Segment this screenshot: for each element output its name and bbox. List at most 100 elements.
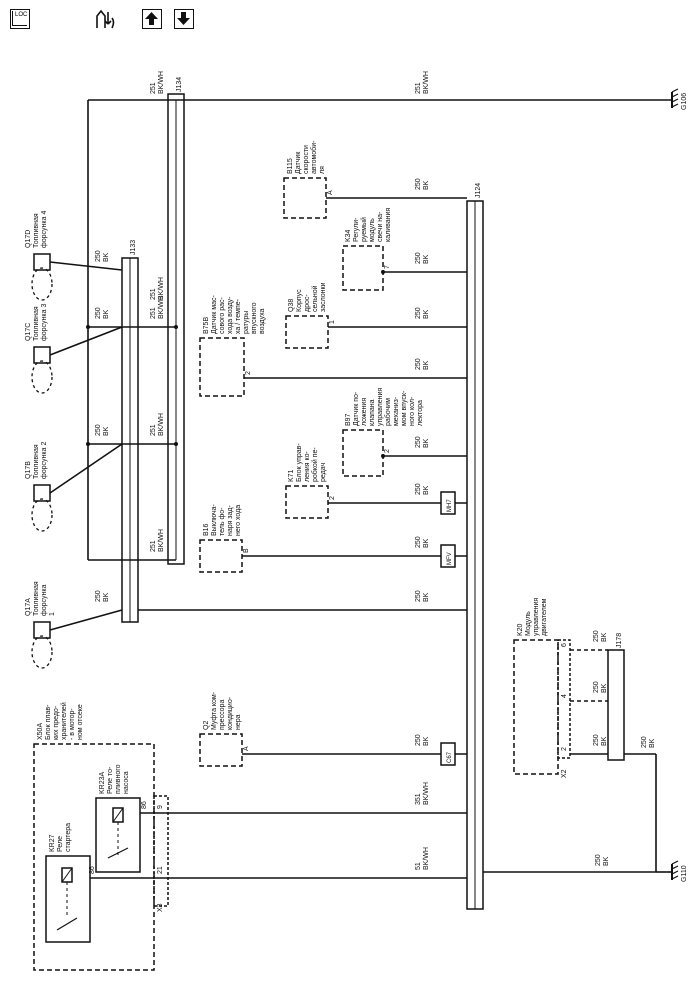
wire-label-line: BK — [601, 632, 608, 642]
wire-label-line: 250 — [415, 436, 422, 448]
x3-label: X3 — [157, 903, 164, 912]
component-label-q2-line: Муфта ком- — [211, 691, 218, 730]
component-label-k71-line: робкой пе- — [311, 447, 319, 482]
ground-hatch — [671, 93, 679, 98]
component-label-q2-line: прессора — [219, 700, 226, 730]
arrow-down-button[interactable] — [174, 9, 194, 29]
ground-label: G110 — [681, 865, 688, 882]
injector-label-q17c-line: форсунка 3 — [41, 304, 48, 341]
splice-pack-j134 — [167, 93, 185, 565]
component-label-b16-line: Выключа- — [211, 503, 218, 536]
relay-label-kr27-line: стартера — [65, 823, 72, 852]
component-label-b75b-line: впускного — [251, 302, 258, 334]
component-x50a — [33, 743, 155, 971]
wire-label-line: 250 — [415, 590, 422, 602]
component-label-b97-line: B97 — [345, 413, 352, 426]
wire-label-line: BK/WH — [158, 296, 165, 319]
relay-label-kr23a-line: насоса — [123, 771, 130, 794]
relay-label-kr23a-line: KR23A — [99, 771, 106, 794]
arrow-down-icon — [177, 12, 190, 25]
component-label-k71-line: K71 — [288, 469, 295, 482]
k20-pin-6: 6 — [561, 643, 568, 647]
inline-connector-mfv — [440, 544, 456, 568]
component-label-b16-line: тель фо- — [219, 507, 226, 536]
relay-kr27 — [45, 855, 91, 943]
wire-label-line: BK — [423, 360, 430, 370]
component-label-k34-line: Регули- — [353, 217, 360, 242]
wire-label-line: 251 — [150, 82, 157, 94]
wire-label-line: 250 — [641, 736, 648, 748]
component-label-x50a-line: ном отсеке — [77, 704, 84, 740]
wire-label-line: BK — [103, 426, 110, 436]
injector-wire-q17b — [49, 443, 123, 494]
component-label-k34-line: K34 — [345, 229, 352, 242]
k20-connector-label: X2 — [561, 769, 568, 778]
pin-k34: 7 — [384, 265, 391, 269]
component-label-b75b-line: ратуры — [243, 311, 250, 334]
inline-label-mh7: MH7 — [447, 499, 453, 512]
injector-label-q17d-line: Топливная — [33, 213, 40, 248]
inline-label-mfv: MFV — [447, 552, 453, 565]
injector-label-q17a-line: 1 — [49, 612, 56, 616]
wire-label-line: 250 — [593, 681, 600, 693]
pin-kr23a-cavity: 9 — [157, 805, 164, 809]
component-label-k20-line: Модуль — [525, 611, 532, 636]
component-label-k71-line: редач — [320, 463, 327, 482]
junction-dot — [381, 454, 385, 458]
component-label-b97-line: рабочим — [384, 398, 392, 426]
wire-label-line: BK/WH — [423, 847, 430, 870]
arrow-up-button[interactable] — [142, 9, 162, 29]
component-label-k71-line: ления ко- — [304, 450, 311, 482]
component-label-b75b-line: сового рас- — [219, 296, 226, 334]
relay-coil-diag — [61, 867, 73, 883]
wire-label-line: BK — [423, 180, 430, 190]
wire-label-line: BK — [103, 252, 110, 262]
pin-kr27-cavity: 21 — [157, 866, 164, 874]
loc-button[interactable]: LOC — [10, 9, 30, 29]
wire-label-line: BK — [423, 736, 430, 746]
wire-label-line: 250 — [415, 734, 422, 746]
component-label-x50a-line: Блок плав- — [45, 704, 52, 740]
component-b115 — [283, 177, 327, 219]
injector-coil-q17c — [31, 360, 53, 394]
injector-label-q17a-line: Топливная — [33, 581, 40, 616]
injector-label-q17c-line: Q17C — [25, 323, 32, 341]
wire-label-line: BK — [601, 683, 608, 693]
wire-label-line: 251 — [415, 82, 422, 94]
loc-icon — [12, 11, 27, 26]
k20-connector-label-line: X2 — [561, 769, 568, 778]
k20-pin-2: 2 — [561, 747, 568, 751]
wire-label-line: 250 — [95, 590, 102, 602]
injector-wire-q17d — [49, 261, 123, 271]
ground-hatch — [671, 870, 679, 875]
component-label-k34-line: каливания — [385, 208, 392, 242]
component-b75b — [199, 337, 245, 397]
wire-label-line: 250 — [415, 178, 422, 190]
wire-label-line: BK — [649, 738, 656, 748]
wire-label-line: BK/WH — [423, 782, 430, 805]
injector-wire-q17c — [49, 326, 123, 356]
inline-label-c67-line: C67 — [447, 751, 453, 763]
injector-wire-q17a — [49, 609, 123, 631]
component-label-b115-line: B115 — [287, 158, 294, 174]
connector-view-button[interactable] — [94, 8, 116, 30]
splice-label-j134-line: J134 — [176, 77, 183, 92]
wire-label-line: 250 — [415, 252, 422, 264]
wire-label-line: 250 — [95, 424, 102, 436]
component-label-b97-line: ложения — [361, 398, 368, 426]
